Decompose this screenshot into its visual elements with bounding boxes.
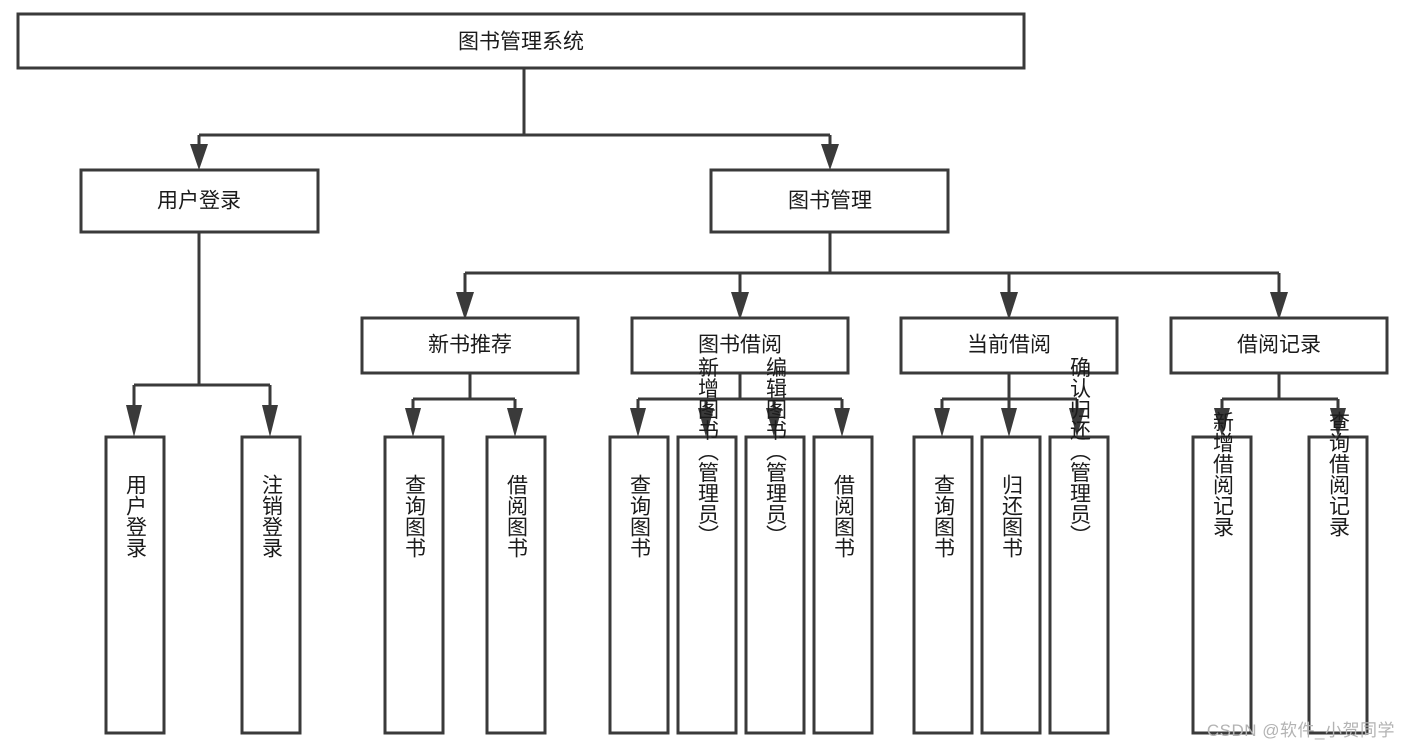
leaf-add-book-box[interactable] (676, 435, 738, 735)
node-book-borrow-label: 图书借阅 (698, 334, 782, 357)
connector-layer (126, 68, 1346, 437)
node-user-login-label: 用户登录 (157, 190, 241, 213)
node-root-box[interactable] (16, 12, 1026, 70)
leaf-query-book-3-box[interactable] (912, 435, 974, 735)
arrowhead-leaf-query-book-2 (630, 408, 646, 437)
arrowhead-book-management (821, 144, 839, 170)
leaf-return-book-box[interactable] (980, 435, 1042, 735)
arrowhead-leaf-borrow-book-1 (507, 408, 523, 437)
node-new-book-recommend-label: 新书推荐 (428, 334, 512, 357)
node-borrow-record-label: 借阅记录 (1237, 334, 1321, 357)
node-book-management[interactable]: 图书管理 (709, 168, 950, 234)
leaf-query-book-2-box[interactable] (608, 435, 670, 735)
leaf-add-record[interactable]: 新增借阅记录 (1191, 411, 1253, 735)
arrowhead-leaf-borrow-book-2 (834, 408, 850, 437)
leaf-add-book[interactable]: 新增图书（管理员） (676, 357, 738, 735)
leaf-user-login-label: 用户登录 (124, 474, 148, 558)
leaf-query-book-1-label: 查询图书 (403, 474, 427, 558)
leaf-query-record-box[interactable] (1307, 435, 1369, 735)
leaf-logout-login-box[interactable] (240, 435, 302, 735)
leaf-confirm-return[interactable]: 确认归还（管理员） (1048, 357, 1110, 735)
csdn-watermark: CSDN @软件_小贺同学 (1206, 721, 1395, 740)
arrowhead-leaf-add-record (1214, 408, 1230, 437)
arrowhead-leaf-logout-login (262, 405, 278, 437)
leaf-borrow-book-1[interactable]: 借阅图书 (485, 435, 547, 735)
node-borrow-record-box[interactable] (1169, 316, 1389, 375)
leaf-edit-book-label: 编辑图书（管理员） (764, 357, 788, 546)
leaf-query-record-label: 查询借阅记录 (1327, 411, 1351, 537)
leaf-borrow-book-2-label: 借阅图书 (832, 474, 856, 558)
leaf-return-book-label: 归还图书 (1000, 474, 1024, 558)
node-root-label: 图书管理系统 (458, 31, 584, 54)
leaf-user-login[interactable]: 用户登录 (104, 435, 166, 735)
node-book-management-label: 图书管理 (788, 190, 872, 213)
leaf-borrow-book-2[interactable]: 借阅图书 (812, 435, 874, 735)
node-new-book-recommend-box[interactable] (360, 316, 580, 375)
leaf-query-book-2[interactable]: 查询图书 (608, 435, 670, 735)
leaf-add-book-label: 新增图书（管理员） (696, 357, 720, 546)
arrowhead-user-login (190, 144, 208, 170)
node-user-login[interactable]: 用户登录 (79, 168, 320, 234)
leaf-query-record[interactable]: 查询借阅记录 (1307, 411, 1369, 735)
leaf-query-book-2-label: 查询图书 (628, 474, 652, 558)
arrowhead-leaf-confirm-return (1069, 408, 1085, 437)
leaf-confirm-return-box[interactable] (1048, 435, 1110, 735)
node-book-borrow-box[interactable] (630, 316, 850, 375)
arrowhead-leaf-query-book-1 (405, 408, 421, 437)
node-book-borrow[interactable]: 图书借阅 (630, 316, 850, 375)
leaf-query-book-3-label: 查询图书 (932, 474, 956, 558)
leaf-query-book-1-box[interactable] (383, 435, 445, 735)
leaf-add-record-box[interactable] (1191, 435, 1253, 735)
leaf-borrow-book-1-label: 借阅图书 (505, 474, 529, 558)
leaf-return-book[interactable]: 归还图书 (980, 435, 1042, 735)
leaf-borrow-book-1-box[interactable] (485, 435, 547, 735)
leaf-add-record-label: 新增借阅记录 (1211, 411, 1235, 537)
arrowhead-leaf-user-login (126, 405, 142, 437)
leaf-edit-book[interactable]: 编辑图书（管理员） (744, 357, 806, 735)
node-user-login-box[interactable] (79, 168, 320, 234)
arrowhead-leaf-add-book (698, 408, 714, 437)
leaf-logout-login-label: 注销登录 (260, 474, 284, 558)
arrowhead-leaf-edit-book (766, 408, 782, 437)
node-root[interactable]: 图书管理系统 (16, 12, 1026, 70)
node-book-management-box[interactable] (709, 168, 950, 234)
arrowhead-borrow-record (1270, 292, 1288, 320)
arrowhead-current-borrow (1000, 292, 1018, 320)
leaf-borrow-book-2-box[interactable] (812, 435, 874, 735)
node-borrow-record[interactable]: 借阅记录 (1169, 316, 1389, 375)
arrowhead-leaf-query-book-3 (934, 408, 950, 437)
node-current-borrow-label: 当前借阅 (967, 334, 1051, 357)
leaf-logout-login[interactable]: 注销登录 (240, 435, 302, 735)
arrowhead-book-borrow (731, 292, 749, 320)
leaf-query-book-1[interactable]: 查询图书 (383, 435, 445, 735)
arrowhead-leaf-return-book (1001, 408, 1017, 437)
leaf-user-login-box[interactable] (104, 435, 166, 735)
node-new-book-recommend[interactable]: 新书推荐 (360, 316, 580, 375)
arrowhead-new-book-recommend (456, 292, 474, 320)
node-current-borrow-box[interactable] (899, 316, 1119, 375)
leaf-confirm-return-label: 确认归还（管理员） (1068, 357, 1092, 546)
node-current-borrow[interactable]: 当前借阅 (899, 316, 1119, 375)
leaf-edit-book-box[interactable] (744, 435, 806, 735)
arrowhead-leaf-query-record (1330, 408, 1346, 437)
leaf-query-book-3[interactable]: 查询图书 (912, 435, 974, 735)
